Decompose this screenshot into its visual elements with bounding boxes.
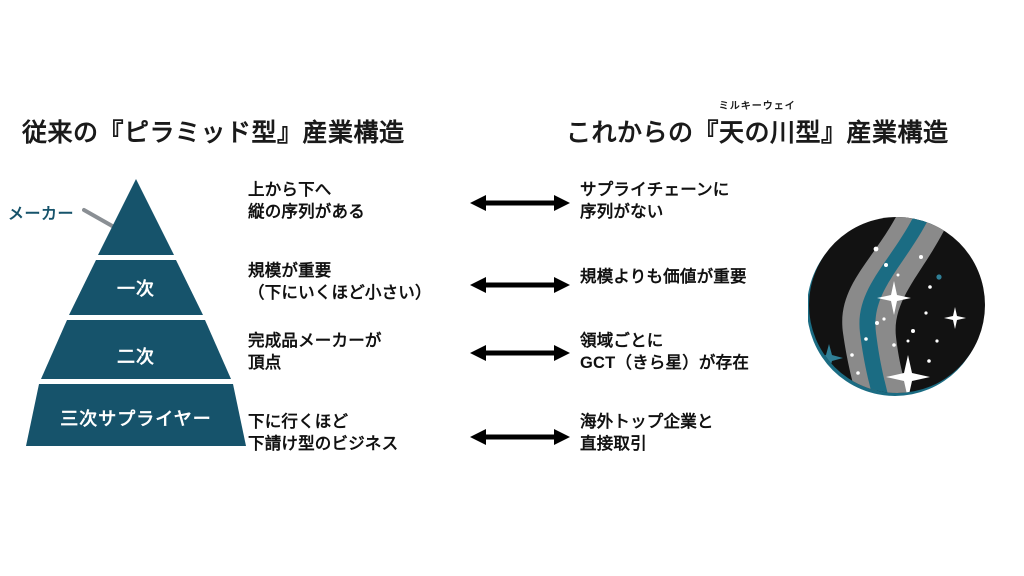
star-medium-1 [944, 307, 966, 329]
left-point-1: 上から下へ 縦の序列がある [248, 180, 460, 224]
star-dot-1 [873, 246, 879, 252]
star-dot-6 [882, 317, 886, 321]
galaxy-stars-teal [815, 274, 942, 372]
ruby-group: ミルキーウェイ天の川 [719, 101, 796, 149]
right-point-3-line1: 領域ごとに [580, 332, 664, 350]
star-dot-11 [906, 339, 910, 343]
ruby-annotation: ミルキーウェイ [718, 101, 796, 112]
star-dot-5 [875, 321, 879, 325]
star-dot-16 [935, 339, 939, 343]
right-point-4-line2: 直接取引 [580, 434, 647, 453]
page-title-right: これからの『ミルキーウェイ天の川型』産業構造 [566, 101, 949, 149]
pyramid-tier-label-1: 一次 [117, 279, 155, 299]
left-point-1-line1: 上から下へ [248, 181, 332, 199]
star-dot-10 [892, 343, 896, 347]
left-point-3-line2: 頂点 [248, 353, 282, 372]
pyramid-tier-2-shape [41, 320, 231, 379]
right-point-1-line2: 序列がない [580, 202, 664, 221]
maker-callout-label: メーカー [8, 206, 75, 223]
left-point-4-line1: 下に行くほど [248, 413, 349, 431]
star-dot-12 [850, 353, 854, 357]
double-headed-arrow-2 [470, 277, 570, 293]
star-teal-1 [815, 344, 843, 372]
left-point-4-line2: 下請け型のビジネス [248, 434, 399, 453]
left-point-4: 下に行くほど 下請け型のビジネス [248, 412, 460, 456]
double-headed-arrow-4 [470, 429, 570, 445]
right-point-1: サプライチェーンに 序列がない [580, 180, 810, 224]
left-point-2-line2: （下にいくほど小さい） [248, 283, 432, 302]
right-point-2-line1: 規模よりも価値が重要 [580, 268, 747, 286]
pyramid-tier-3-shape [26, 384, 246, 446]
pyramid-labels: 一次 二次 三次サプライヤー [25, 175, 247, 450]
pyramid-tier-label-3: 三次サプライヤー [60, 409, 212, 429]
double-headed-arrow-1 [470, 195, 570, 211]
star-dot-14 [839, 383, 843, 387]
left-point-3: 完成品メーカーが 頂点 [248, 331, 460, 375]
right-point-2: 規模よりも価値が重要 [580, 267, 810, 289]
milky-way-band-gray-right [875, 217, 956, 393]
star-dot-9 [924, 311, 928, 315]
ruby-base: 天の川 [719, 119, 796, 147]
galaxy-band-group [815, 217, 966, 393]
star-dot-15 [927, 359, 931, 363]
double-headed-arrow-3 [470, 345, 570, 361]
star-large-2 [886, 355, 930, 393]
page-title-left: 従来の『ピラミッド型』産業構造 [22, 119, 405, 147]
galaxy-milky-way-illustration [808, 217, 985, 396]
star-large-1 [877, 281, 911, 315]
right-point-3: 領域ごとに GCT（きら星）が存在 [580, 331, 810, 375]
galaxy-stars [839, 246, 966, 393]
milky-way-band-gray-left [842, 217, 926, 393]
left-point-1-line2: 縦の序列がある [248, 202, 365, 221]
title-right-prefix: これからの『 [566, 119, 720, 147]
star-teal-dot-1 [936, 274, 942, 280]
title-right-suffix: 型』産業構造 [795, 119, 949, 147]
right-point-3-line2: GCT（きら星）が存在 [580, 353, 750, 372]
star-dot-2 [919, 255, 923, 259]
left-point-3-line1: 完成品メーカーが [248, 332, 382, 350]
pyramid-diagram [26, 179, 246, 446]
star-dot-4 [928, 285, 932, 289]
star-dot-8 [864, 337, 868, 341]
milky-way-band-teal [859, 217, 942, 393]
star-dot-7 [911, 329, 915, 333]
star-dot-13 [856, 371, 860, 375]
pyramid-tier-label-2: 二次 [117, 347, 155, 367]
right-point-4: 海外トップ企業と 直接取引 [580, 412, 810, 456]
right-point-1-line1: サプライチェーンに [580, 181, 730, 199]
star-dot-17 [896, 273, 900, 277]
right-point-4-line1: 海外トップ企業と [580, 413, 714, 431]
pyramid-tier-1-shape [69, 260, 203, 315]
left-point-2: 規模が重要 （下にいくほど小さい） [248, 261, 460, 305]
pyramid-tier-0-shape [98, 179, 174, 255]
left-point-2-line1: 規模が重要 [248, 262, 332, 280]
star-dot-3 [884, 263, 888, 267]
